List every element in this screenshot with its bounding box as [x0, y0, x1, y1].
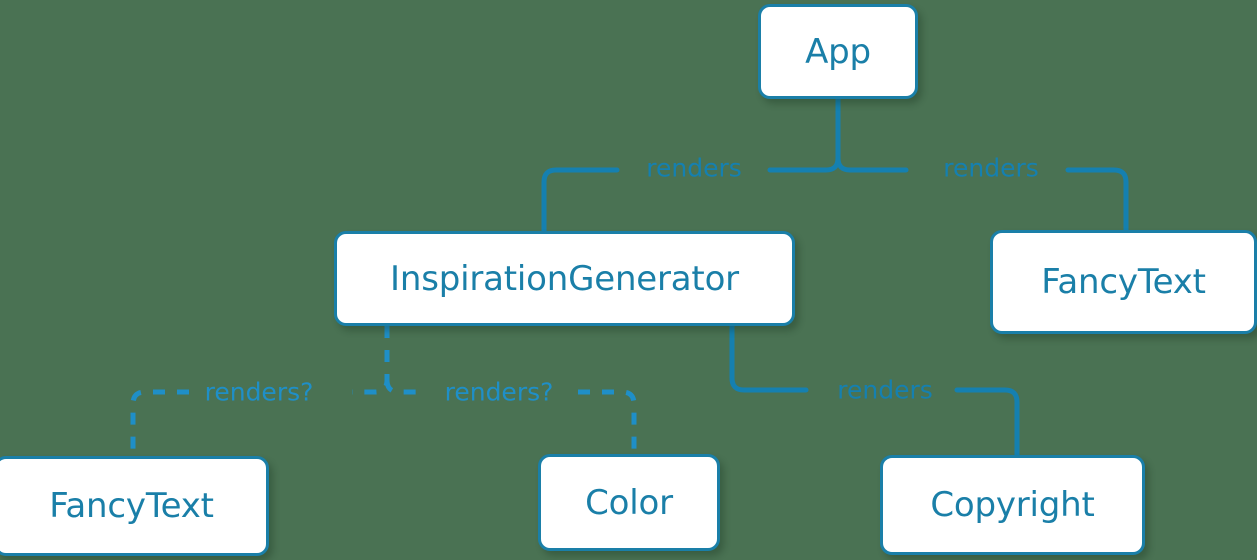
edge-label-app-to-fancytext: renders: [943, 153, 1039, 183]
node-fancytext-bottom[interactable]: FancyText: [0, 456, 269, 556]
edge-app-to-inspirationgenerator: [541, 167, 620, 234]
edge-inspirationgenerator-to-fancytext: [130, 389, 189, 456]
edge-app-trunk: [767, 96, 841, 173]
node-app-label: App: [805, 31, 871, 72]
edge-app-to-fancytext: [1065, 167, 1129, 233]
edge-label-app-to-inspirationgenerator: renders: [646, 153, 742, 183]
node-inspirationgenerator[interactable]: InspirationGenerator: [334, 231, 795, 326]
node-fancytext-bottom-label: FancyText: [49, 486, 214, 526]
edge-copyright-stub: [954, 387, 1020, 458]
edge-inspirationgenerator-dashed-trunk: [352, 326, 390, 395]
node-color[interactable]: Color: [538, 454, 720, 551]
edge-label-inspirationgenerator-to-copyright: renders: [837, 375, 933, 405]
node-inspirationgenerator-label: InspirationGenerator: [390, 258, 739, 299]
node-app[interactable]: App: [758, 4, 918, 99]
node-color-label: Color: [585, 482, 673, 523]
edge-label-inspirationgenerator-to-color: renders?: [444, 377, 554, 407]
edge-label-inspirationgenerator-to-fancytext: renders?: [204, 377, 314, 407]
node-fancytext-top[interactable]: FancyText: [990, 230, 1257, 334]
node-copyright[interactable]: Copyright: [880, 455, 1145, 555]
edge-inspirationgenerator-to-copyright: [729, 323, 809, 393]
edge-inspirationgenerator-to-color: [578, 389, 637, 454]
edge-inspirationgenerator-dashed-trunk-right: [384, 379, 422, 395]
node-copyright-label: Copyright: [930, 485, 1095, 525]
edge-app-trunk-right: [835, 155, 909, 173]
node-fancytext-top-label: FancyText: [1041, 262, 1206, 302]
